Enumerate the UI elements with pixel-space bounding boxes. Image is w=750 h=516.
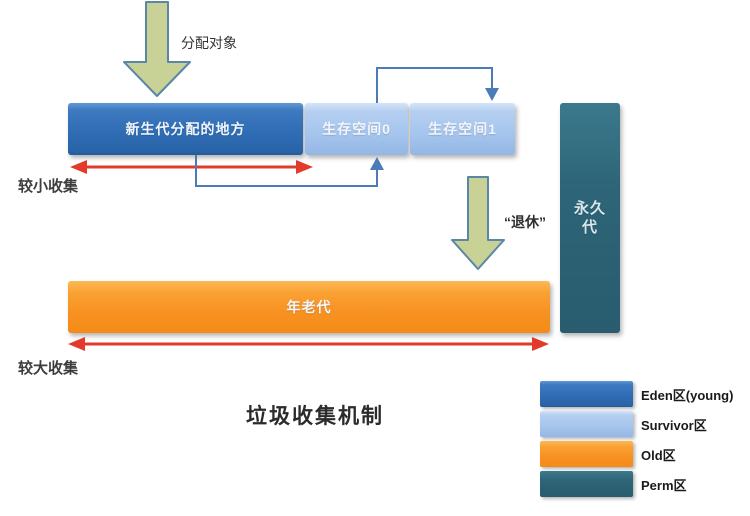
old-region-label: 年老代 <box>286 299 332 315</box>
perm-region-label: 永久代 <box>573 199 606 237</box>
major-collection-label: 较大收集 <box>18 360 79 377</box>
perm-swatch-icon <box>540 471 633 497</box>
eden-swatch-icon <box>540 381 633 407</box>
major-collection-arrow <box>68 337 549 351</box>
legend-row-old: Old区 <box>540 441 733 467</box>
legend-row-perm: Perm区 <box>540 471 733 497</box>
retire-label: “退休” <box>504 214 546 230</box>
allocate-object-label: 分配对象 <box>181 35 237 51</box>
survivor0-region-bar: 生存空间0 <box>305 103 408 155</box>
old-swatch-icon <box>540 441 633 467</box>
legend-label-old: Old区 <box>641 447 676 463</box>
minor-collection-arrow <box>70 160 313 174</box>
survivor-transfer-arrow <box>376 67 499 103</box>
survivor-swatch-icon <box>540 411 633 437</box>
old-region-bar: 年老代 <box>68 281 550 333</box>
legend-label-perm: Perm区 <box>641 477 687 493</box>
eden-region-bar: 新生代分配的地方 <box>68 103 303 155</box>
eden-region-label: 新生代分配的地方 <box>125 121 246 137</box>
legend: Eden区(young) Survivor区 Old区 Perm区 <box>540 381 733 497</box>
eden-to-survivor-arrow <box>195 155 384 187</box>
perm-region-bar: 永久代 <box>560 103 620 333</box>
legend-label-eden: Eden区(young) <box>641 387 734 403</box>
retire-arrow-icon <box>451 176 505 270</box>
diagram-title: 垃圾收集机制 <box>246 405 384 428</box>
minor-collection-label: 较小收集 <box>18 178 79 195</box>
legend-label-survivor: Survivor区 <box>641 417 707 433</box>
legend-row-eden: Eden区(young) <box>540 381 733 407</box>
legend-row-survivor: Survivor区 <box>540 411 733 437</box>
survivor0-region-label: 生存空间0 <box>322 121 391 137</box>
survivor1-region-label: 生存空间1 <box>428 121 497 137</box>
survivor1-region-bar: 生存空间1 <box>410 103 515 155</box>
